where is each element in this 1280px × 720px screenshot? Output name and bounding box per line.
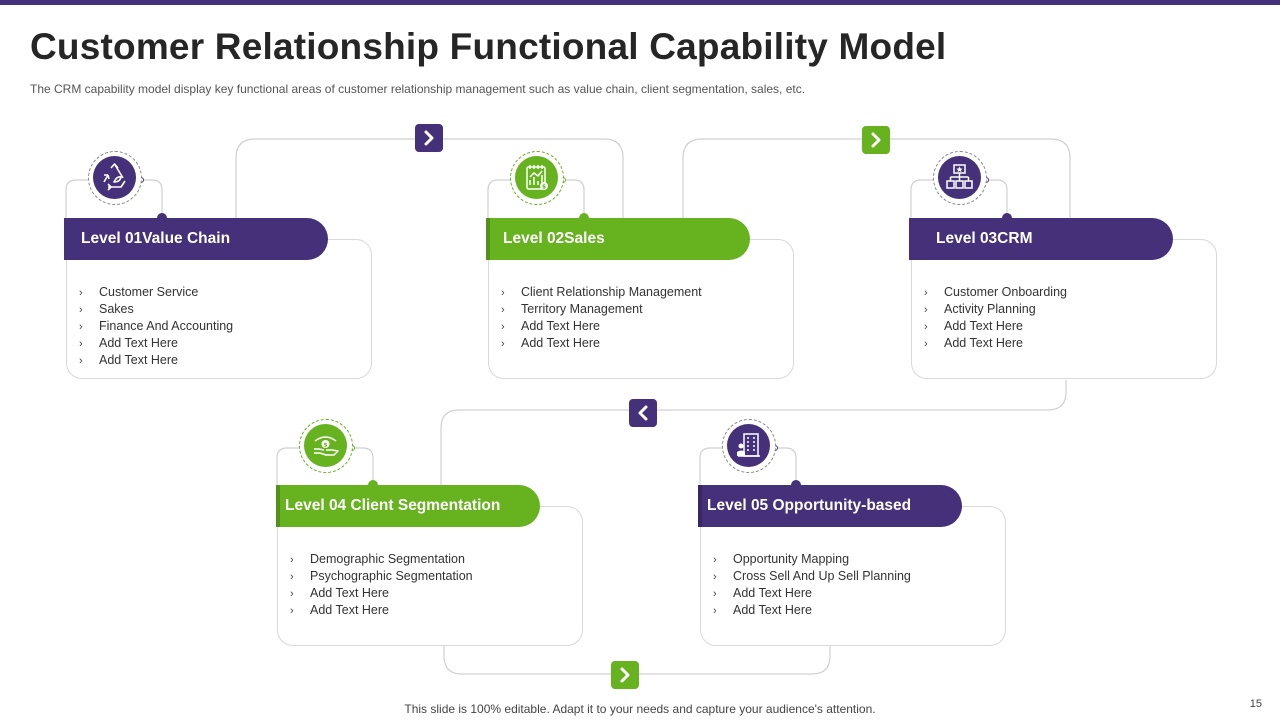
list-item: ›Add Text Here: [713, 603, 812, 617]
level-01-header: Level 01Value Chain: [64, 218, 328, 260]
chevron-right-icon: [871, 132, 881, 148]
page-number: 15: [1249, 698, 1262, 710]
list-item: ›Add Text Here: [924, 336, 1023, 350]
list-item: ›Add Text Here: [501, 336, 600, 350]
list-item: ›Add Text Here: [501, 319, 600, 333]
list-item: ›Demographic Segmentation: [290, 552, 465, 566]
list-item: ›Cross Sell And Up Sell Planning: [713, 569, 911, 583]
list-item: ›Territory Management: [501, 302, 643, 316]
sales-chart-icon: $: [526, 165, 548, 191]
recycle-icon: [103, 163, 126, 191]
level-01-card: ›Customer Service ›Sakes ›Finance And Ac…: [66, 239, 372, 379]
level-04-header: Level 04 Client Segmentation: [276, 485, 540, 527]
level-03-icon-badge: [933, 151, 987, 205]
level-02-icon-badge: $: [510, 151, 564, 205]
level-05-items: ›Opportunity Mapping ›Cross Sell And Up …: [713, 551, 911, 619]
list-item: ›Sakes: [79, 302, 134, 316]
back-arrow-button[interactable]: [629, 399, 657, 427]
level-04-items: ›Demographic Segmentation ›Psychographic…: [290, 551, 473, 619]
list-item: ›Opportunity Mapping: [713, 552, 850, 566]
level-01-icon-badge: [88, 151, 142, 205]
level-05-icon-badge: [722, 419, 776, 473]
level-03-card: ›Customer Onboarding ›Activity Planning …: [911, 239, 1217, 379]
list-item: ›Add Text Here: [290, 603, 389, 617]
level-04-card: ›Demographic Segmentation ›Psychographic…: [277, 506, 583, 646]
list-item: ›Finance And Accounting: [79, 319, 234, 333]
level-01-items: ›Customer Service ›Sakes ›Finance And Ac…: [79, 284, 233, 369]
level-03-header: Level 03CRM: [909, 218, 1173, 260]
list-item: ›Psychographic Segmentation: [290, 569, 473, 583]
list-item: ›Add Text Here: [79, 336, 178, 350]
org-chart-icon: [946, 164, 973, 189]
list-item: ›Client Relationship Management: [501, 285, 702, 299]
hand-money-icon: $: [314, 436, 339, 456]
list-item: ›Add Text Here: [924, 319, 1023, 333]
page-subtitle: The CRM capability model display key fun…: [30, 82, 806, 96]
level-02-header: Level 02Sales: [486, 218, 750, 260]
list-item: ›Activity Planning: [924, 302, 1036, 316]
top-accent-bar: [0, 0, 1280, 5]
building-opportunity-icon: [737, 433, 760, 457]
next-arrow-button-2[interactable]: [862, 126, 890, 154]
svg-text:$: $: [542, 184, 546, 191]
level-05-card: ›Opportunity Mapping ›Cross Sell And Up …: [700, 506, 1006, 646]
chevron-right-icon: [620, 667, 630, 683]
level-02-items: ›Client Relationship Management ›Territo…: [501, 284, 702, 352]
level-03-items: ›Customer Onboarding ›Activity Planning …: [924, 284, 1067, 352]
list-item: ›Add Text Here: [290, 586, 389, 600]
next-arrow-button-1[interactable]: [415, 124, 443, 152]
level-04-icon-badge: $: [299, 419, 353, 473]
level-02-card: ›Client Relationship Management ›Territo…: [488, 239, 794, 379]
svg-text:$: $: [324, 442, 328, 448]
list-item: ›Customer Service: [79, 285, 199, 299]
list-item: ›Add Text Here: [79, 353, 178, 367]
list-item: ›Customer Onboarding: [924, 285, 1067, 299]
next-arrow-button-3[interactable]: [611, 661, 639, 689]
chevron-left-icon: [638, 405, 648, 421]
chevron-right-icon: [424, 130, 434, 146]
level-05-header: Level 05 Opportunity-based: [698, 485, 962, 527]
footer-note: This slide is 100% editable. Adapt it to…: [404, 702, 876, 716]
list-item: ›Add Text Here: [713, 586, 812, 600]
page-title: Customer Relationship Functional Capabil…: [30, 26, 947, 67]
